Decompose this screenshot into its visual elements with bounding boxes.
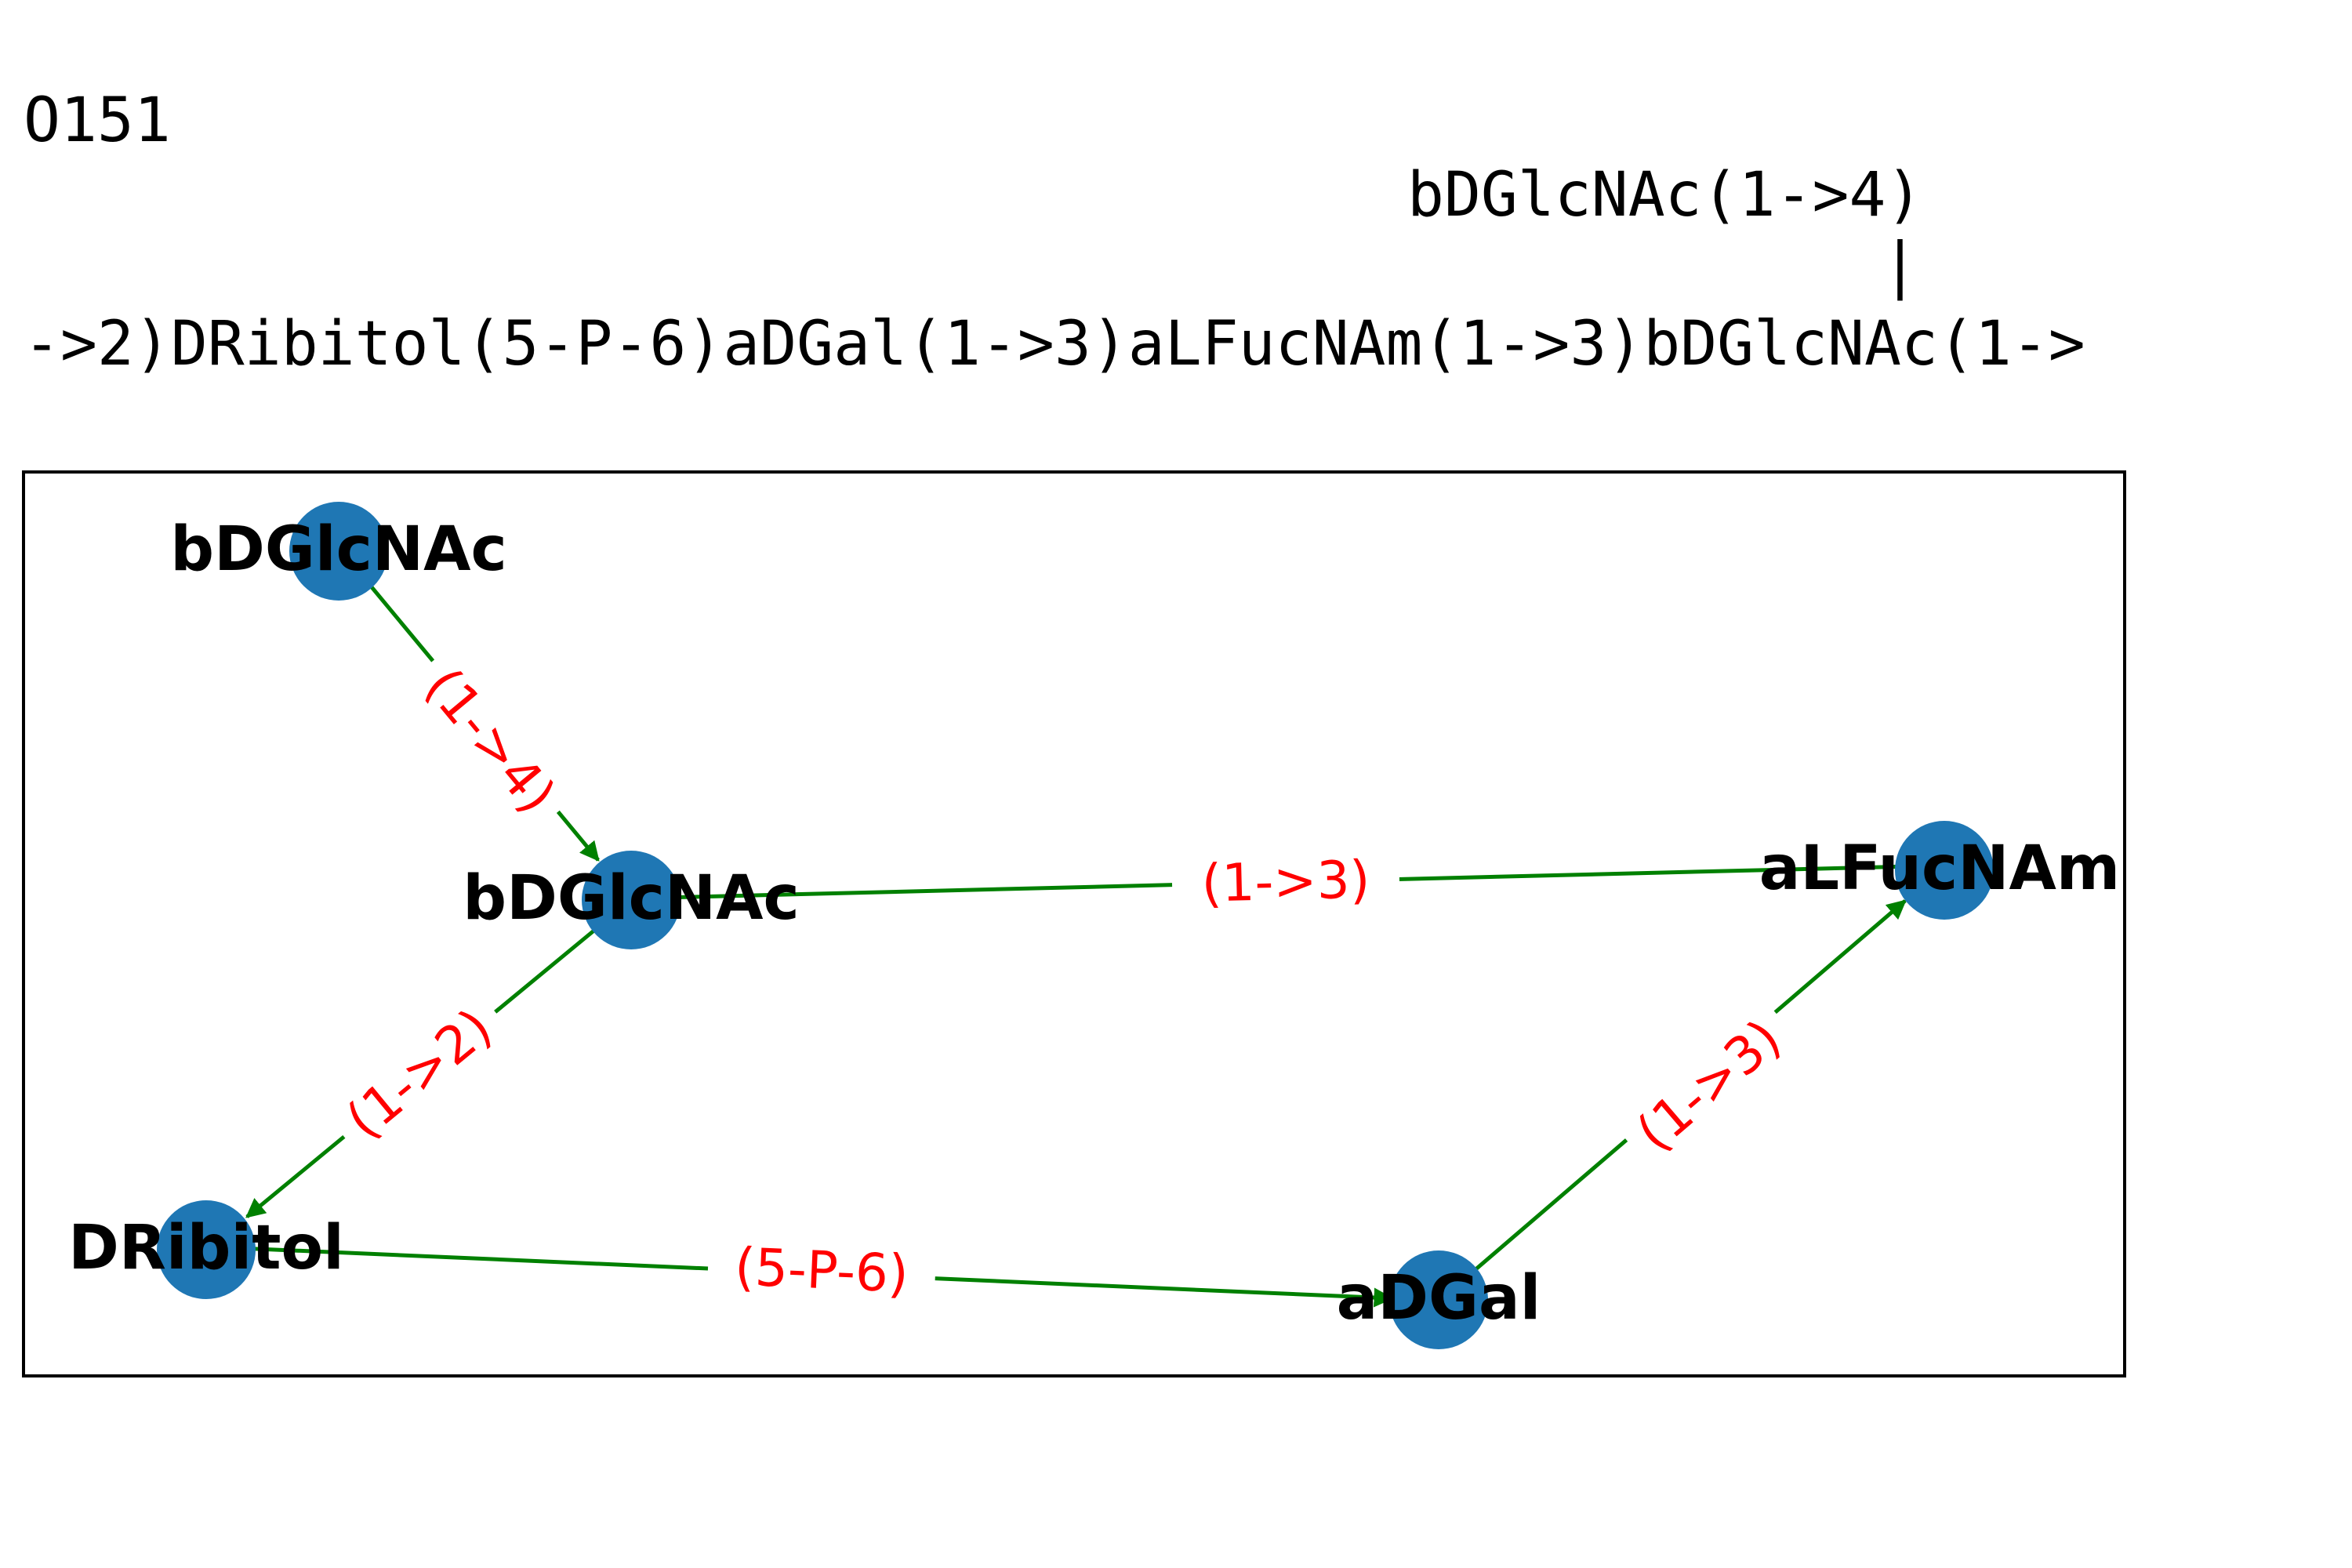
edge-label-top-to-mid: (1->4) [413,657,567,825]
node-label-adgal: aDGal [1337,1263,1541,1334]
branch-connector: | [1882,230,1918,301]
edge-label-fuc-to-mid: (1->3) [1201,849,1370,913]
main-chain-text: ->2)DRibitol(5-P-6)aDGal(1->3)aLFucNAm(1… [24,309,2085,379]
edge-label-ribitol-to-gal: (5-P-6) [734,1236,910,1305]
node-bdglcnac-mid [582,851,681,949]
edge-labels: (1->4) (1->3) (1->2) (5-P-6) (1->3) [321,643,1802,1305]
node-dribitol [157,1200,256,1299]
node-label-bdglcnac-mid: bDGlcNAc [463,863,799,934]
node-label-bdglcnac-top: bDGlcNAc [170,514,506,585]
graph-frame [22,470,2126,1377]
edge-label-mid-to-ribitol: (1->2) [335,997,503,1151]
node-adgal [1389,1250,1488,1349]
node-label-dribitol: DRibitol [68,1213,344,1283]
node-alfucnam [1895,821,1994,920]
structure-id: O151 [24,85,171,156]
node-labels: bDGlcNAc bDGlcNAc aLFucNAm DRibitol aDGa… [68,514,2120,1334]
edge-label-gal-to-fuc: (1->3) [1625,1008,1792,1163]
node-bdglcnac-top [289,502,388,601]
nodes [157,502,1994,1349]
node-label-alfucnam: aLFucNAm [1759,833,2120,904]
branch-residue-text: bDGlcNAc(1->4) [1407,160,1922,230]
